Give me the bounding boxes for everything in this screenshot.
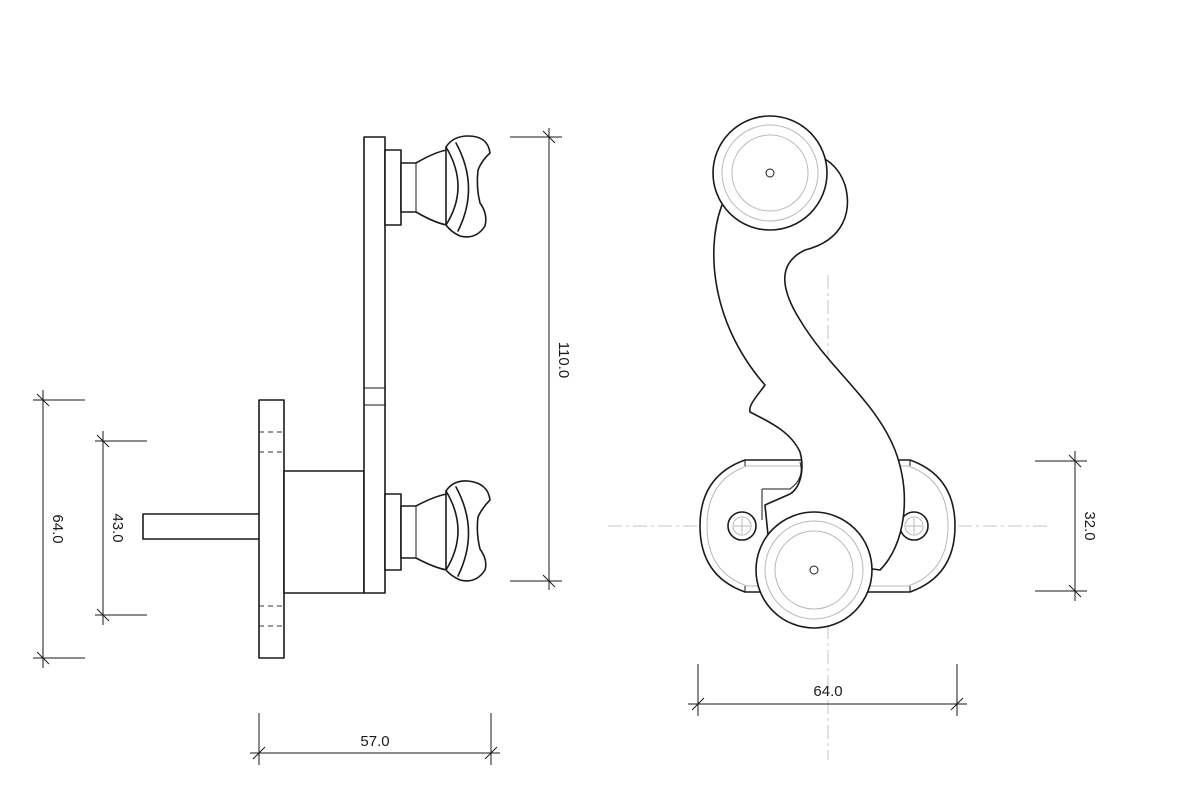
top-knob [384,135,491,238]
dimension-label-43: 43.0 [109,513,126,542]
spindle-bar [142,513,262,540]
backplate [258,399,285,659]
s-arm [713,155,906,571]
front-view: 32.0 64.0 [608,115,1098,760]
dimension-64-side: 64.0 [33,390,85,668]
dimension-43: 43.0 [95,431,147,625]
front-top-knob [712,115,828,231]
side-view: 110.0 64.0 43.0 57.0 [33,128,572,765]
dimension-label-64-side: 64.0 [49,514,66,543]
dimension-label-57: 57.0 [360,733,389,750]
vertical-arm [363,136,386,594]
dimension-label-32: 32.0 [1081,511,1098,540]
dimension-label-110: 110.0 [555,342,572,378]
dimension-64-front: 64.0 [688,664,967,716]
dimension-110: 110.0 [510,128,572,590]
boss [283,470,365,594]
dimension-57: 57.0 [250,713,500,765]
bottom-knob [384,480,491,582]
dimension-32: 32.0 [1035,451,1098,601]
front-bottom-knob [755,511,873,629]
screw-left [727,511,757,541]
dimension-label-64-front: 64.0 [813,683,842,700]
screw-holes-hidden [259,431,284,627]
